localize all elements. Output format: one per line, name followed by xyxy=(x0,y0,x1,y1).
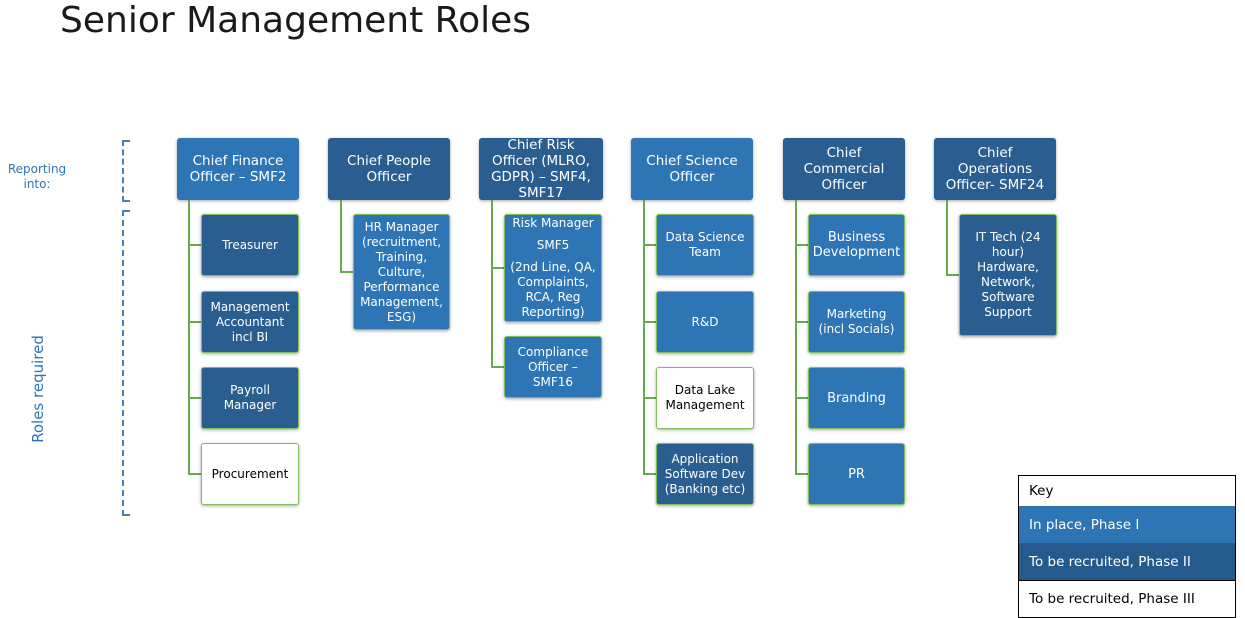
key-phase-1: In place, Phase I xyxy=(1019,506,1235,543)
role-data-lake-management: Data Lake Management xyxy=(656,367,754,429)
connector xyxy=(795,244,809,246)
role-procurement: Procurement xyxy=(201,443,299,505)
role-r-and-d: R&D xyxy=(656,291,754,353)
head-chief-operations-officer: Chief Operations Officer- SMF24 xyxy=(934,138,1056,200)
role-risk-manager-smf: SMF5 xyxy=(536,238,570,252)
connector-commercial-trunk xyxy=(795,200,797,474)
role-compliance-officer: Compliance Officer – SMF16 xyxy=(504,336,602,398)
head-chief-risk-officer: Chief Risk Officer (MLRO, GDPR) – SMF4, … xyxy=(479,137,603,201)
connector xyxy=(188,321,202,323)
role-branding: Branding xyxy=(808,367,905,429)
role-it-tech: IT Tech (24 hour) Hardware, Network, Sof… xyxy=(959,214,1057,336)
connector xyxy=(643,397,657,399)
connector xyxy=(946,274,960,276)
connector xyxy=(340,271,354,273)
role-application-software-dev: Application Software Dev (Banking etc) xyxy=(656,443,754,505)
role-pr: PR xyxy=(808,443,905,505)
reporting-bracket xyxy=(122,140,130,202)
role-payroll-manager: Payroll Manager xyxy=(201,367,299,429)
role-management-accountant: Management Accountant incl BI xyxy=(201,291,299,353)
connector xyxy=(188,397,202,399)
role-data-science-team: Data Science Team xyxy=(656,214,754,276)
connector-people-trunk xyxy=(340,200,342,272)
role-risk-manager-detail: (2nd Line, QA, Complaints, RCA, Reg Repo… xyxy=(510,260,596,319)
head-chief-science-officer: Chief Science Officer xyxy=(631,138,753,200)
connector xyxy=(795,473,809,475)
connector xyxy=(643,244,657,246)
role-risk-manager: Risk Manager SMF5 (2nd Line, QA, Complai… xyxy=(504,214,602,322)
key-phase-2: To be recruited, Phase II xyxy=(1019,543,1235,580)
head-chief-people-officer: Chief People Officer xyxy=(328,138,450,200)
head-chief-finance-officer: Chief Finance Officer – SMF2 xyxy=(177,138,299,200)
connector xyxy=(643,321,657,323)
page-title: Senior Management Roles xyxy=(60,0,532,41)
connector xyxy=(188,244,202,246)
connector-science-trunk xyxy=(643,200,645,474)
role-hr-manager: HR Manager (recruitment, Training, Cultu… xyxy=(353,214,450,330)
connector xyxy=(795,397,809,399)
legend-key: Key In place, Phase I To be recruited, P… xyxy=(1018,475,1236,618)
connector xyxy=(491,267,505,269)
role-treasurer: Treasurer xyxy=(201,214,299,276)
connector xyxy=(491,366,505,368)
connector xyxy=(188,473,202,475)
roles-required-label: Roles required xyxy=(29,335,47,443)
connector-risk-trunk xyxy=(491,200,493,367)
connector xyxy=(643,473,657,475)
role-risk-manager-title: Risk Manager xyxy=(512,216,594,230)
connector-operations-trunk xyxy=(946,200,948,275)
head-chief-commercial-officer: Chief Commercial Officer xyxy=(783,138,905,200)
role-marketing: Marketing (incl Socials) xyxy=(808,291,905,353)
reporting-into-label: Reporting into: xyxy=(7,162,67,191)
roles-bracket xyxy=(122,210,130,516)
key-phase-3: To be recruited, Phase III xyxy=(1019,580,1235,617)
key-title: Key xyxy=(1019,476,1235,506)
role-business-development: Business Development xyxy=(808,214,905,276)
connector xyxy=(795,321,809,323)
connector-finance-trunk xyxy=(188,200,190,474)
